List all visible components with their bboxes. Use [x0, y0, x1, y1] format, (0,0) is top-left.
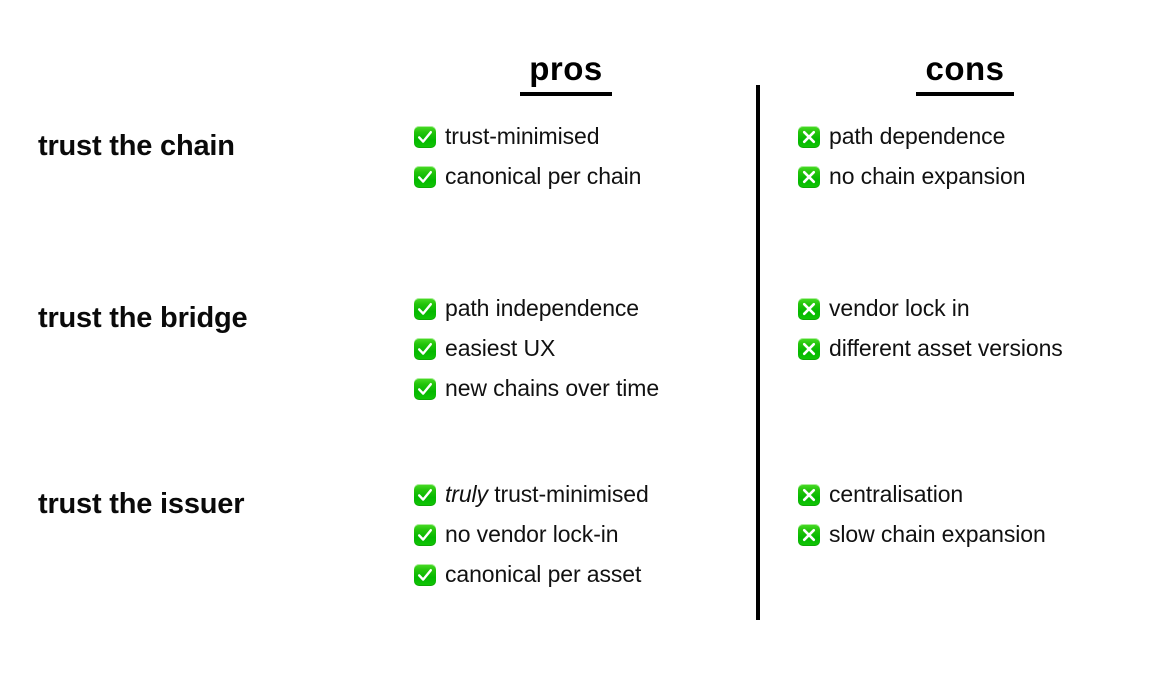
list-item: canonical per asset: [414, 560, 744, 588]
list-item: no chain expansion: [798, 162, 1148, 190]
list-item: canonical per chain: [414, 162, 744, 190]
check-mark-button-icon: [414, 298, 436, 320]
list-item-label: new chains over time: [445, 375, 660, 401]
cross-mark-button-icon: [798, 126, 820, 148]
list-item-label: no vendor lock-in: [445, 521, 619, 547]
list-item: path dependence: [798, 122, 1148, 150]
row-label: trust the issuer: [38, 488, 245, 520]
list-item: no vendor lock-in: [414, 520, 744, 548]
cons-list: path dependence no chain expansion: [798, 122, 1148, 190]
check-mark-button-icon: [414, 484, 436, 506]
cons-list: centralisation slow chain expansion: [798, 480, 1148, 548]
cross-mark-button-icon: [798, 298, 820, 320]
list-item: easiest UX: [414, 334, 744, 362]
cross-mark-button-icon: [798, 338, 820, 360]
list-item-label: different asset versions: [829, 335, 1063, 361]
list-item: vendor lock in: [798, 294, 1148, 322]
check-mark-button-icon: [414, 166, 436, 188]
list-item: different asset versions: [798, 334, 1148, 362]
list-item-label: path independence: [445, 295, 639, 321]
list-item-label: no chain expansion: [829, 163, 1026, 189]
list-item-label: canonical per chain: [445, 163, 642, 189]
check-mark-button-icon: [414, 126, 436, 148]
row-label: trust the chain: [38, 130, 235, 162]
list-item-label: easiest UX: [445, 335, 556, 361]
check-mark-button-icon: [414, 378, 436, 400]
list-item-label: centralisation: [829, 481, 964, 507]
list-item: path independence: [414, 294, 744, 322]
pros-list: truly trust-minimised no vendor lock-in ca…: [414, 480, 744, 588]
list-item-label: path dependence: [829, 123, 1006, 149]
list-item-label: canonical per asset: [445, 561, 642, 587]
column-header-cons: cons: [865, 52, 1065, 96]
pros-list: trust-minimised canonical per chain: [414, 122, 744, 190]
column-header-pros-label: pros: [520, 52, 612, 96]
list-item: trust-minimised: [414, 122, 744, 150]
list-item-label: truly trust-minimised: [445, 481, 649, 507]
cons-list: vendor lock in different asset versions: [798, 294, 1148, 362]
list-item-label: slow chain expansion: [829, 521, 1046, 547]
cross-mark-button-icon: [798, 166, 820, 188]
cross-mark-button-icon: [798, 524, 820, 546]
list-item: truly trust-minimised: [414, 480, 744, 508]
pros-list: path independence easiest UX new chains ov…: [414, 294, 744, 402]
list-item: centralisation: [798, 480, 1148, 508]
cross-mark-button-icon: [798, 484, 820, 506]
check-mark-button-icon: [414, 338, 436, 360]
list-item-label: trust-minimised: [445, 123, 600, 149]
check-mark-button-icon: [414, 524, 436, 546]
column-header-pros: pros: [466, 52, 666, 96]
column-header-cons-label: cons: [916, 52, 1014, 96]
list-item-label: vendor lock in: [829, 295, 970, 321]
check-mark-button-icon: [414, 564, 436, 586]
column-divider: [756, 85, 760, 620]
row-label: trust the bridge: [38, 302, 248, 334]
list-item: slow chain expansion: [798, 520, 1148, 548]
list-item: new chains over time: [414, 374, 744, 402]
